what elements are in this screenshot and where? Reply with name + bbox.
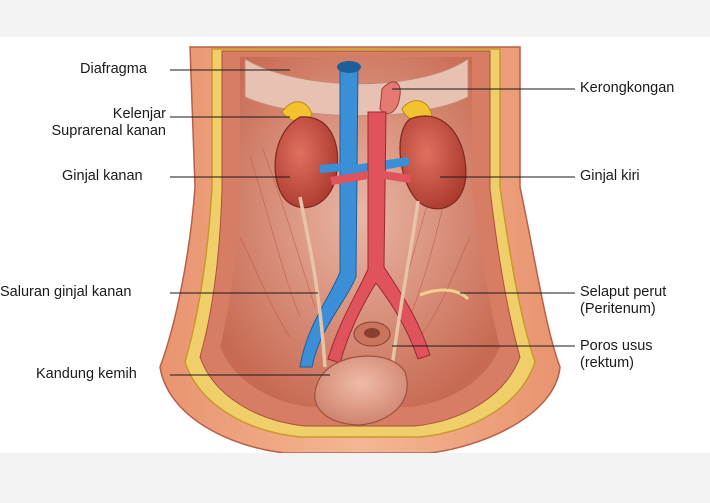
ureter-left bbox=[390, 200, 420, 368]
label-selaput-line2: (Peritenum) bbox=[580, 301, 656, 317]
label-selaput-perut: Selaput perut (Peritenum) bbox=[580, 284, 666, 318]
label-selaput-line1: Selaput perut bbox=[580, 284, 667, 300]
label-kelenjar-suprarenal: Kelenjar Suprarenal kanan bbox=[26, 106, 166, 140]
aorta bbox=[327, 111, 431, 364]
peritoneum bbox=[419, 288, 470, 301]
label-kelenjar-line1: Kelenjar bbox=[112, 106, 166, 122]
vena-cava bbox=[299, 64, 359, 368]
label-poros-line1: Poros usus bbox=[580, 338, 653, 354]
label-diafragma: Diafragma bbox=[80, 61, 147, 77]
urinary-system-illustration bbox=[159, 46, 575, 453]
label-kelenjar-line2: Suprarenal kanan bbox=[51, 123, 166, 139]
label-poros-usus: Poros usus (rektum) bbox=[580, 338, 653, 372]
label-poros-line2: (rektum) bbox=[580, 355, 634, 371]
label-saluran-ginjal-kanan: Saluran ginjal kanan bbox=[0, 284, 132, 300]
adrenal-right bbox=[281, 101, 313, 122]
bladder bbox=[314, 355, 408, 426]
label-ginjal-kanan: Ginjal kanan bbox=[62, 168, 143, 184]
ureter-right bbox=[298, 196, 327, 368]
label-kandung-kemih: Kandung kemih bbox=[36, 366, 137, 382]
label-kerongkongan: Kerongkongan bbox=[580, 80, 675, 96]
diagram-canvas: Diafragma Kelenjar Suprarenal kanan Ginj… bbox=[0, 37, 710, 453]
kidney-right bbox=[274, 116, 339, 209]
label-ginjal-kiri: Ginjal kiri bbox=[580, 168, 640, 184]
